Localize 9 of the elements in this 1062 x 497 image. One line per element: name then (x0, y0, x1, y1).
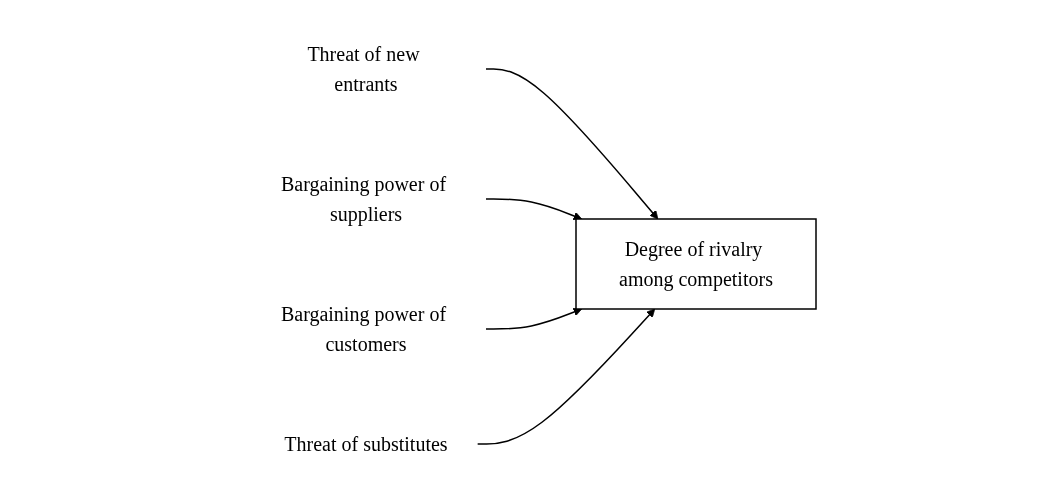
arrow (476, 308, 656, 445)
node-text: Threat of new entrants (307, 42, 420, 95)
node-text: Bargaining power of customers (280, 302, 447, 355)
arrow (485, 67, 659, 219)
node-box: Degree of rivalry among competitors (575, 217, 817, 310)
arrow (485, 307, 583, 330)
node-text: Bargaining power of suppliers (280, 172, 447, 225)
arrow (485, 197, 583, 220)
node-text: Threat of substitutes (284, 432, 448, 455)
